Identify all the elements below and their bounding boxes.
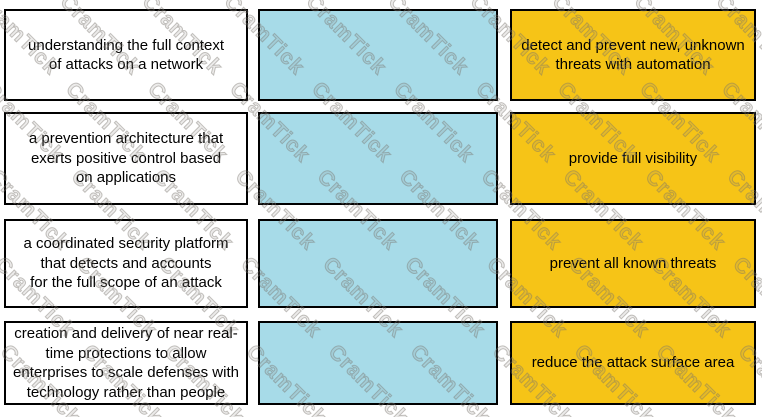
- drop-target-box-3[interactable]: [258, 219, 498, 308]
- drop-target-box-4[interactable]: [258, 321, 498, 405]
- answer-box-1[interactable]: detect and prevent new, unknown threats …: [510, 9, 756, 101]
- description-box-2: a prevention architecture that exerts po…: [4, 112, 248, 205]
- drop-target-box-1[interactable]: [258, 9, 498, 101]
- description-box-3: a coordinated security platform that det…: [4, 219, 248, 308]
- answer-box-2[interactable]: provide full visibility: [510, 112, 756, 205]
- description-box-4: creation and delivery of near real- time…: [4, 321, 248, 405]
- answer-box-3[interactable]: prevent all known threats: [510, 219, 756, 308]
- answer-box-4[interactable]: reduce the attack surface area: [510, 321, 756, 405]
- description-box-1: understanding the full context of attack…: [4, 9, 248, 101]
- drop-target-box-2[interactable]: [258, 112, 498, 205]
